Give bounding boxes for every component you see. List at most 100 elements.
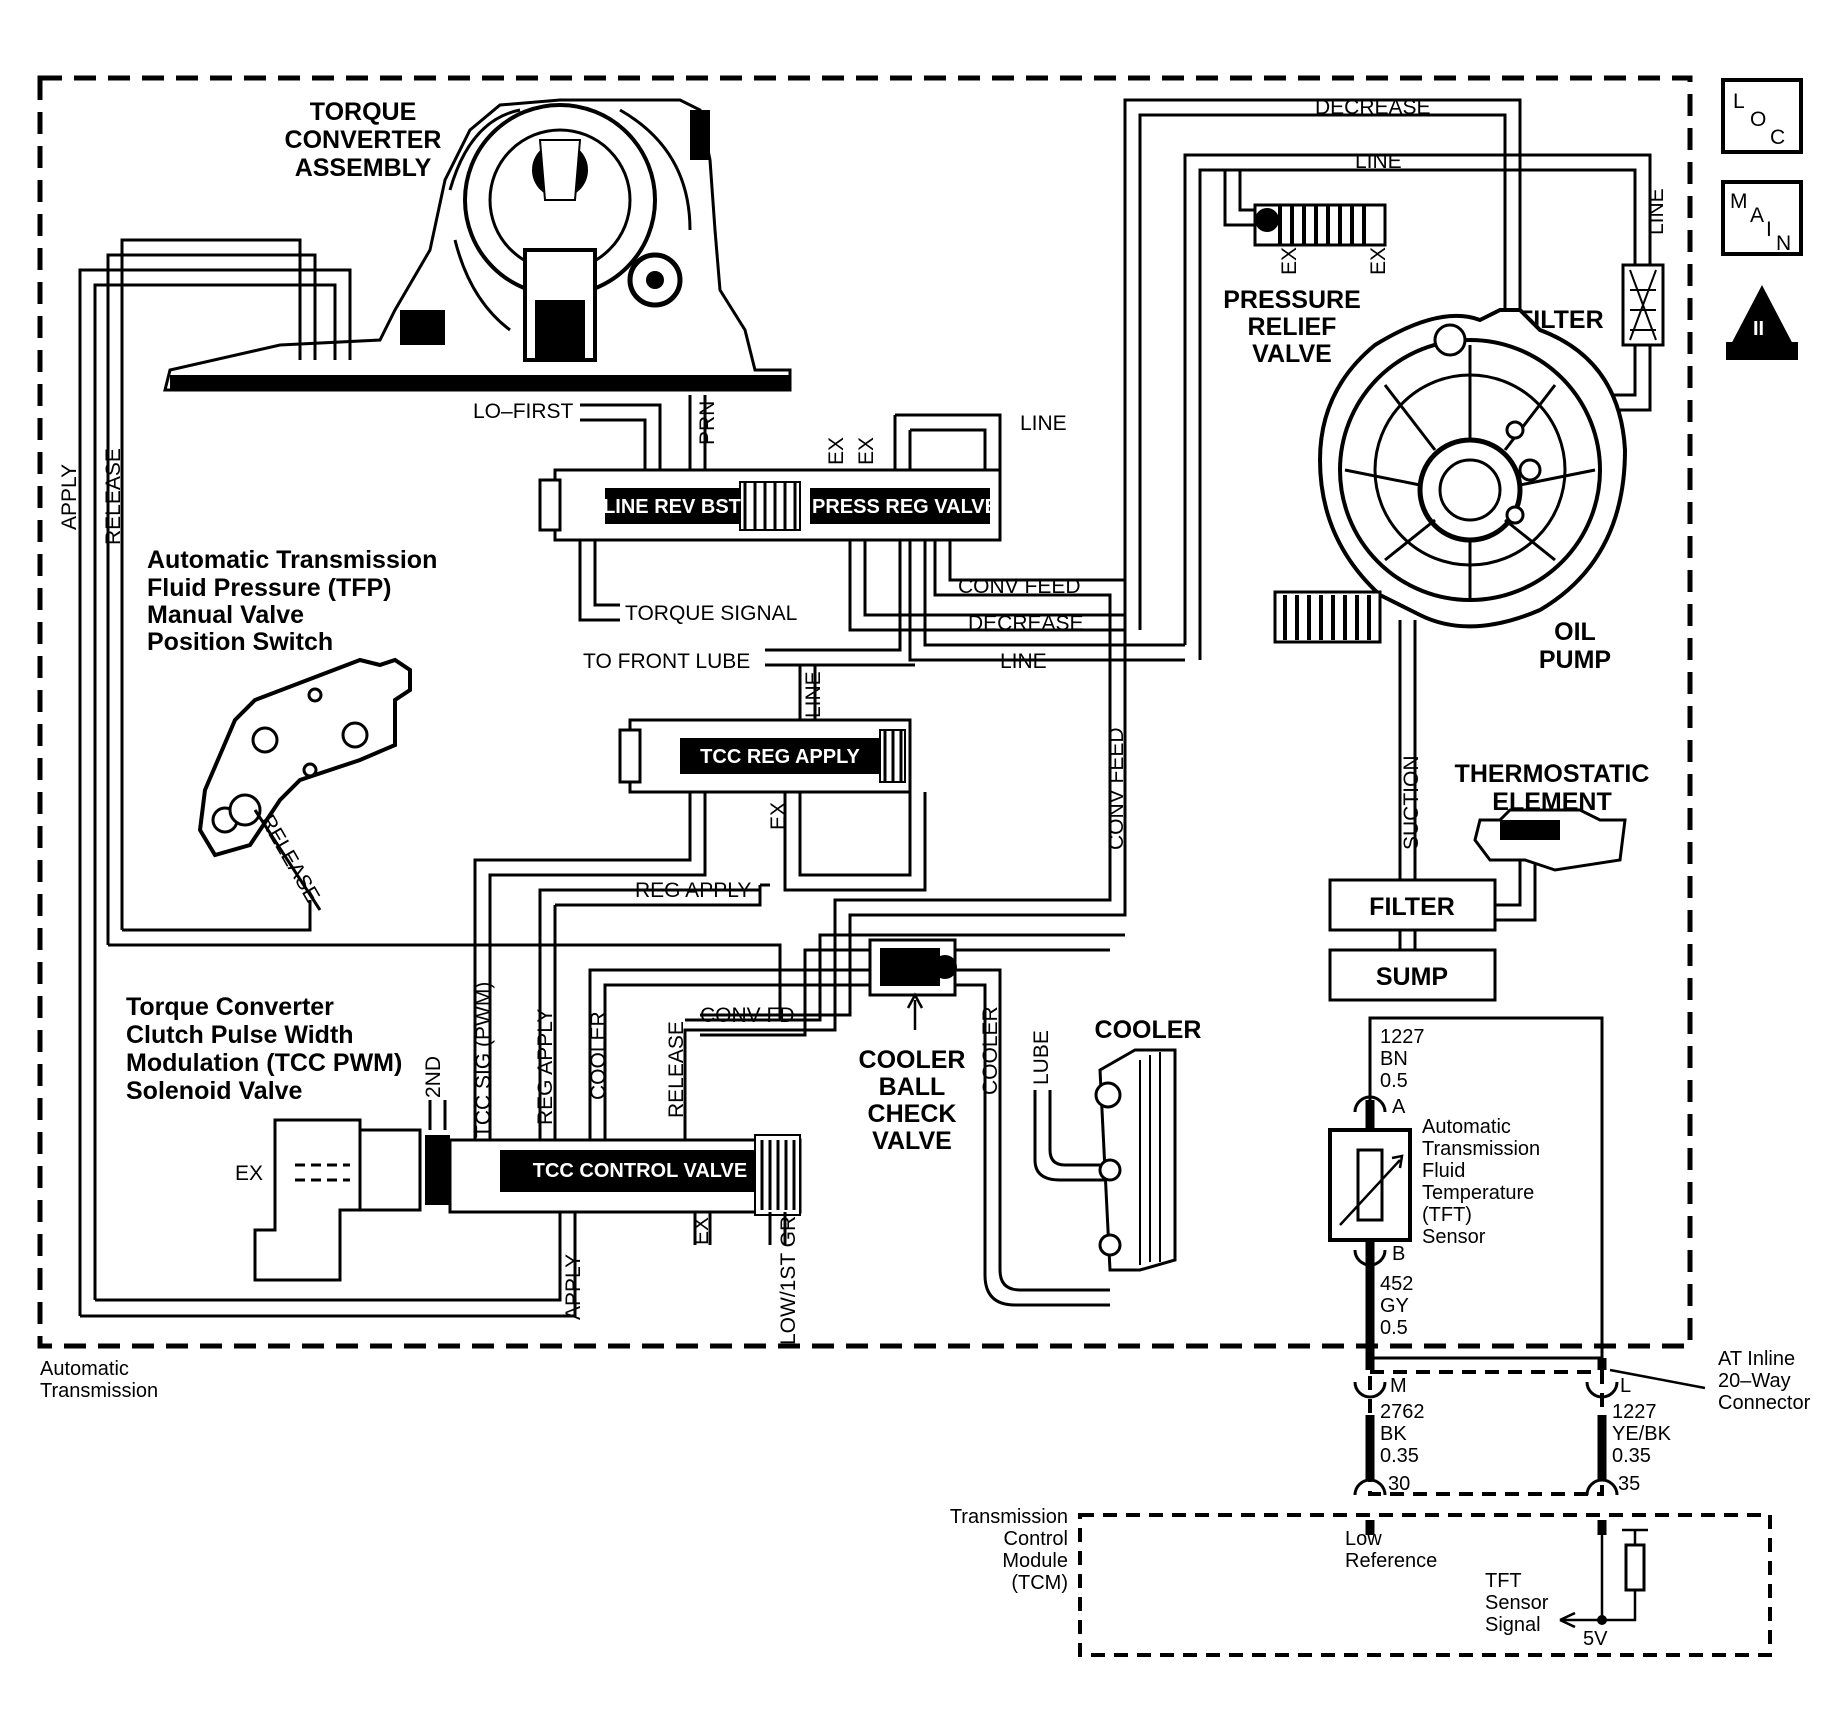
tft-signal-3: Signal	[1485, 1614, 1541, 1636]
pin-m: M	[1390, 1375, 1407, 1397]
pressure-relief-label-2: RELIEF	[1248, 313, 1337, 341]
tcc-pwm-solenoid	[253, 1118, 450, 1282]
obd-text: OBD II	[1737, 345, 1777, 360]
line-top-label: LINE	[1355, 150, 1402, 173]
line-low-passage	[908, 540, 1185, 662]
conv-feed-passage	[833, 540, 1127, 1000]
sensor-2: Transmission	[1422, 1138, 1540, 1160]
cooler-passage	[588, 968, 1110, 1307]
pressure-relief-label-3: VALVE	[1252, 340, 1332, 368]
sump-box	[1328, 948, 1497, 1002]
sensor-1: Automatic	[1422, 1116, 1511, 1138]
tfp-label-4: Position Switch	[147, 628, 333, 656]
main-badge[interactable]: M A I N	[1721, 180, 1803, 256]
cooler-ball-label-2: BALL	[879, 1073, 946, 1101]
tcc-control-ports	[558, 1212, 787, 1275]
pin-b: B	[1392, 1243, 1405, 1265]
release-passage	[106, 238, 782, 1020]
ex-label-2: EX	[855, 437, 878, 465]
wire-mid-3: 0.5	[1380, 1317, 1408, 1339]
suction-label: SUCTION	[1400, 756, 1423, 851]
loc-letter-c: C	[1770, 126, 1785, 149]
line-mid-label: LINE	[1020, 412, 1067, 435]
wire-mid-2: GY	[1380, 1295, 1409, 1317]
wire-top-3: 0.5	[1380, 1070, 1408, 1092]
torque-converter-label-2: CONVERTER	[285, 126, 442, 154]
wire-l-1: 1227	[1612, 1401, 1657, 1423]
connector-leader	[1609, 1368, 1706, 1390]
tft-sensor	[1328, 1128, 1412, 1242]
release-vert-label: RELEASE	[665, 1021, 688, 1118]
thermostatic-link	[1495, 860, 1537, 922]
cooler-ball-check-valve	[868, 938, 957, 1030]
line-right-label: LINE	[1645, 188, 1668, 235]
connector-1: AT Inline	[1718, 1348, 1795, 1370]
prn-label: PRN	[696, 401, 719, 445]
tcc-reg-chamber	[783, 792, 927, 892]
cooler-label: COOLER	[1095, 1016, 1202, 1044]
pin-35: 35	[1618, 1473, 1640, 1495]
wire-l-2: YE/BK	[1612, 1423, 1672, 1445]
cooler-ball-label-3: CHECK	[868, 1100, 957, 1128]
lo-first-label: LO–FIRST	[473, 400, 574, 423]
lube-label: LUBE	[1030, 1030, 1053, 1085]
tfp-label-3: Manual Valve	[147, 601, 304, 629]
tcc-control-label: TCC CONTROL VALVE	[533, 1160, 747, 1182]
tfp-label-2: Fluid Pressure (TFP)	[147, 574, 391, 602]
to-front-lube-label: TO FRONT LUBE	[583, 650, 750, 673]
conv-feed-vert-passage	[683, 1000, 852, 1140]
cooler-vert-label: COOLER	[587, 1011, 610, 1100]
low-ref-2: Reference	[1345, 1550, 1437, 1572]
torque-converter-label-1: TORQUE	[310, 98, 417, 126]
decrease-top-passage	[1123, 98, 1522, 630]
top-filter	[1560, 263, 1665, 412]
torque-signal-label: TORQUE SIGNAL	[625, 602, 797, 625]
loc-letter-l: L	[1733, 90, 1745, 113]
oil-pump-label-1: OIL	[1554, 618, 1596, 646]
thermostatic-label-1: THERMOSTATIC	[1455, 760, 1650, 788]
main-letter-a: A	[1750, 204, 1764, 227]
suction-passage	[1398, 620, 1417, 880]
oil-pump	[1273, 308, 1628, 644]
low-ref-1: Low	[1345, 1528, 1382, 1550]
obd-ii-badge[interactable]: II OBD II	[1726, 285, 1798, 360]
conv-fd-passage	[685, 933, 1125, 1037]
press-reg-label: PRESS REG VALVE	[812, 496, 998, 518]
pressure-relief-label-1: PRESSURE	[1223, 286, 1361, 314]
apply-passage	[78, 268, 577, 1318]
conv-fd-label: CONV FD	[700, 1004, 795, 1027]
decrease-passage	[848, 540, 1125, 632]
conv-feed-vert-label: CONV FEED	[1105, 727, 1128, 850]
at-label-2: Transmission	[40, 1380, 158, 1402]
tcm-4: (TCM)	[1011, 1572, 1068, 1594]
tcc-pwm-label-2: Clutch Pulse Width	[126, 1021, 354, 1049]
sump-label: SUMP	[1376, 963, 1448, 991]
five-v: 5V	[1583, 1628, 1608, 1650]
tcc-pwm-label-4: Solenoid Valve	[126, 1077, 303, 1105]
thermostatic-label-2: ELEMENT	[1492, 788, 1611, 816]
tcc-pwm-label-1: Torque Converter	[126, 993, 334, 1021]
obd-roman: II	[1753, 318, 1764, 340]
wire-mid-1: 452	[1380, 1273, 1413, 1295]
sensor-4: Temperature	[1422, 1182, 1534, 1204]
torque-converter-assembly	[163, 98, 792, 392]
release-label: RELEASE	[102, 448, 125, 545]
tcm-1: Transmission	[950, 1506, 1068, 1528]
cooler	[1094, 1048, 1177, 1272]
tcc-reg-apply-label: TCC REG APPLY	[700, 746, 860, 768]
loc-badge[interactable]: L O C	[1721, 78, 1803, 154]
inline-connector	[1368, 1370, 1604, 1496]
apply-label: APPLY	[58, 464, 81, 530]
line-low-label: LINE	[1000, 650, 1047, 673]
solenoid-ex-label: EX	[235, 1162, 263, 1185]
tcm-3: Module	[1002, 1550, 1068, 1572]
pin-l: L	[1620, 1375, 1631, 1397]
decrease-mid-label: DECREASE	[968, 612, 1084, 635]
reg-apply-vert-label: REG APPLY	[534, 1009, 557, 1125]
prn-passage	[688, 395, 707, 470]
tcc-sig-passage	[473, 792, 707, 1140]
main-letter-i: I	[1766, 218, 1772, 241]
wire-top-1: 1227	[1380, 1026, 1425, 1048]
pullup-resistor	[1624, 1543, 1646, 1592]
